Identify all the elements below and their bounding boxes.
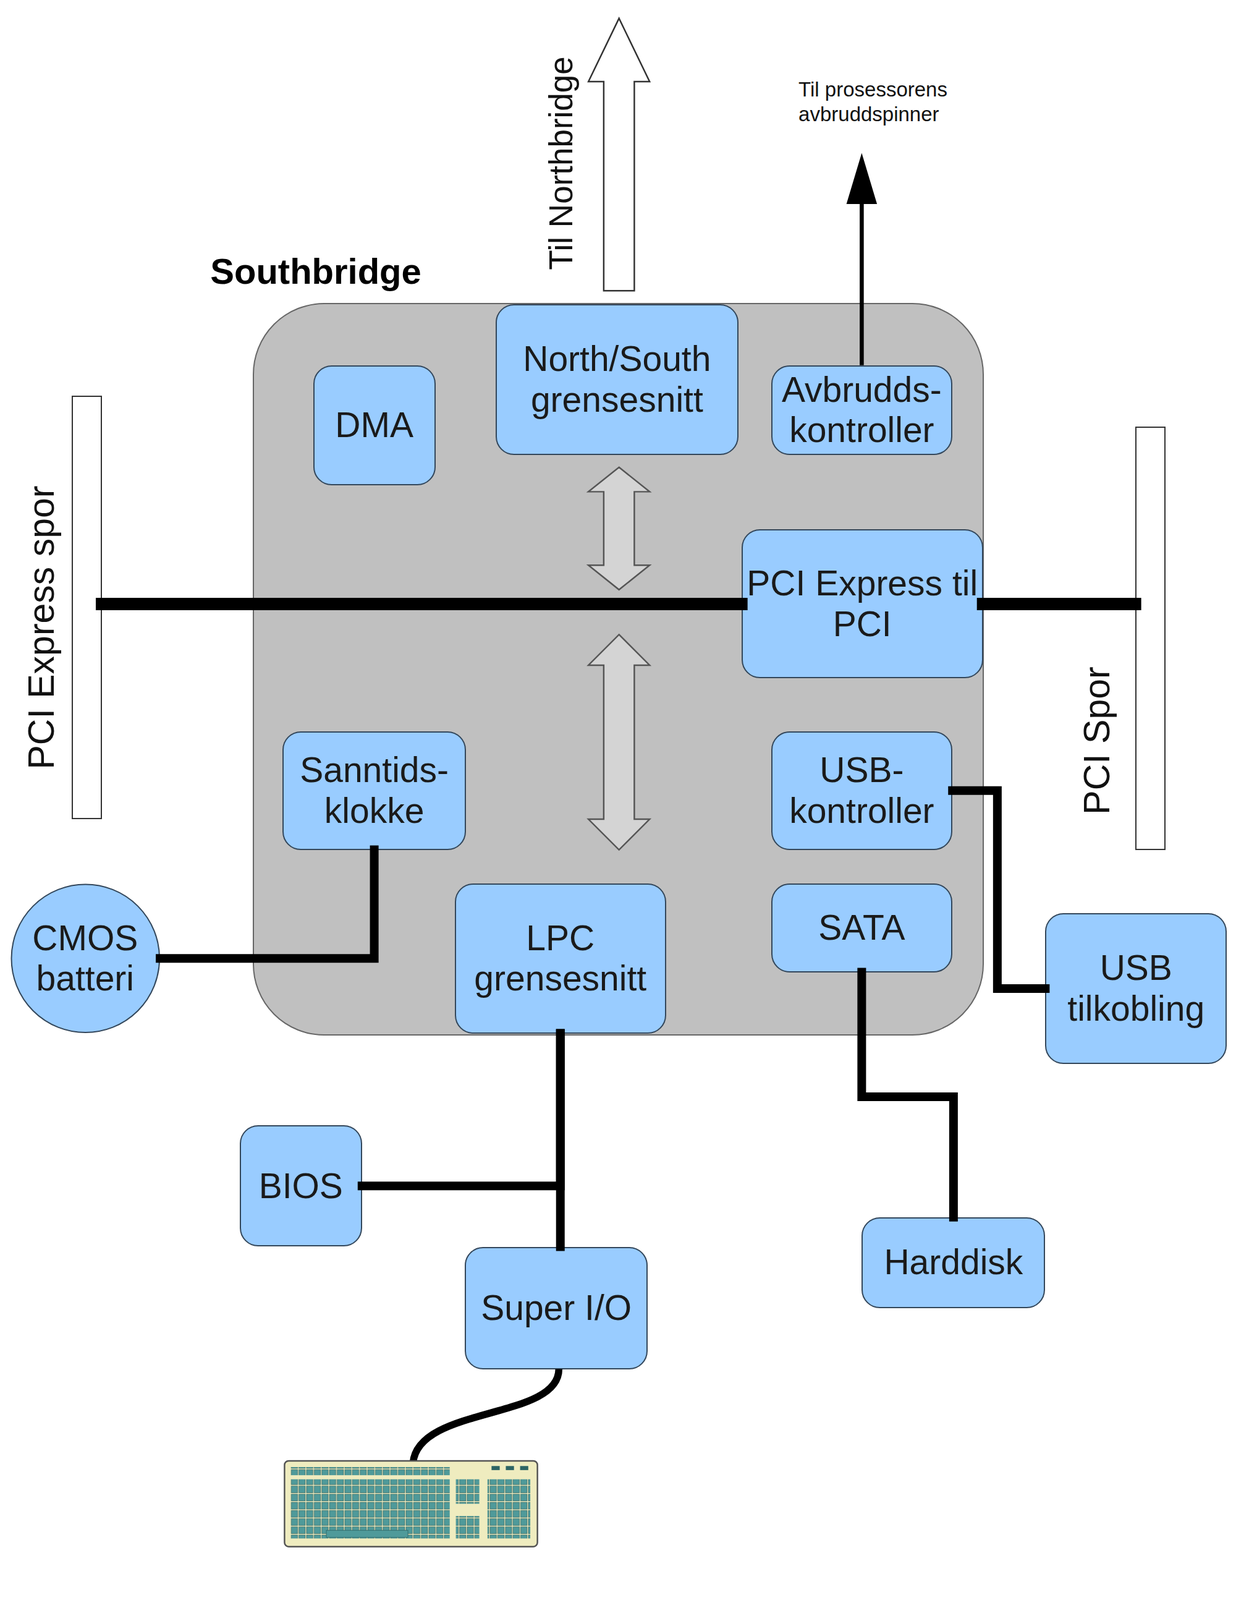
clock-block: Sanntids- klokke [282, 731, 466, 850]
interface-block: North/South grensesnitt [495, 304, 739, 455]
dma-block: DMA [313, 365, 436, 486]
chip-heading: Southbridge [210, 250, 422, 293]
interrupt-pins-note: Til prosessorens avbruddspinner [798, 77, 1003, 127]
bus-line [983, 597, 1136, 610]
bus-line [556, 1033, 565, 1247]
slot-bar: PCI Spor [1135, 426, 1167, 850]
interrupt-controller: Avbrudds- kontroller [771, 365, 953, 455]
bridge-block: PCI Express til PCI [741, 529, 984, 678]
sata-controller: SATA [771, 883, 953, 973]
northbridge-label: Til Northbridge [541, 56, 581, 271]
node-label: USB- kontroller [772, 749, 952, 831]
node-label: USB tilkobling [1046, 947, 1226, 1029]
node-label: Harddisk [883, 1241, 1023, 1283]
node-label: CMOS batteri [10, 917, 161, 999]
node-label: DMA [334, 404, 414, 446]
io-chip: Super I/O [464, 1246, 648, 1369]
interrupt-arrowhead [846, 153, 878, 205]
node-label: North/South grensesnitt [496, 338, 738, 420]
node-label: PCI Express til PCI [742, 562, 983, 644]
slot-label: PCI Spor [1076, 666, 1119, 815]
node-label: Sanntids- klokke [283, 749, 465, 831]
slot-label: PCI Express spor [21, 485, 64, 770]
battery-circle: CMOS batteri [10, 883, 161, 1034]
node-label: Super I/O [480, 1287, 632, 1329]
node-label: BIOS [258, 1165, 343, 1207]
node-label: LPC grensesnitt [456, 917, 665, 999]
disk-box: Harddisk [861, 1216, 1046, 1308]
keyboard-cable [412, 1368, 559, 1463]
bios-chip: BIOS [239, 1124, 363, 1246]
node-label: SATA [818, 907, 905, 949]
northbridge-arrow [588, 18, 650, 292]
slot-bar: PCI Express spor [71, 395, 103, 819]
port-box: USB tilkobling [1045, 912, 1227, 1064]
bus-line [362, 1033, 561, 1186]
southbridge-chip: SouthbridgeDMANorth/South grensesnittAvb… [252, 302, 984, 1036]
interface-block: LPC grensesnitt [454, 883, 667, 1034]
keyboard-illustration [284, 1460, 538, 1547]
node-label: Avbrudds- kontroller [772, 369, 952, 451]
usb-controller: USB- kontroller [771, 731, 953, 850]
